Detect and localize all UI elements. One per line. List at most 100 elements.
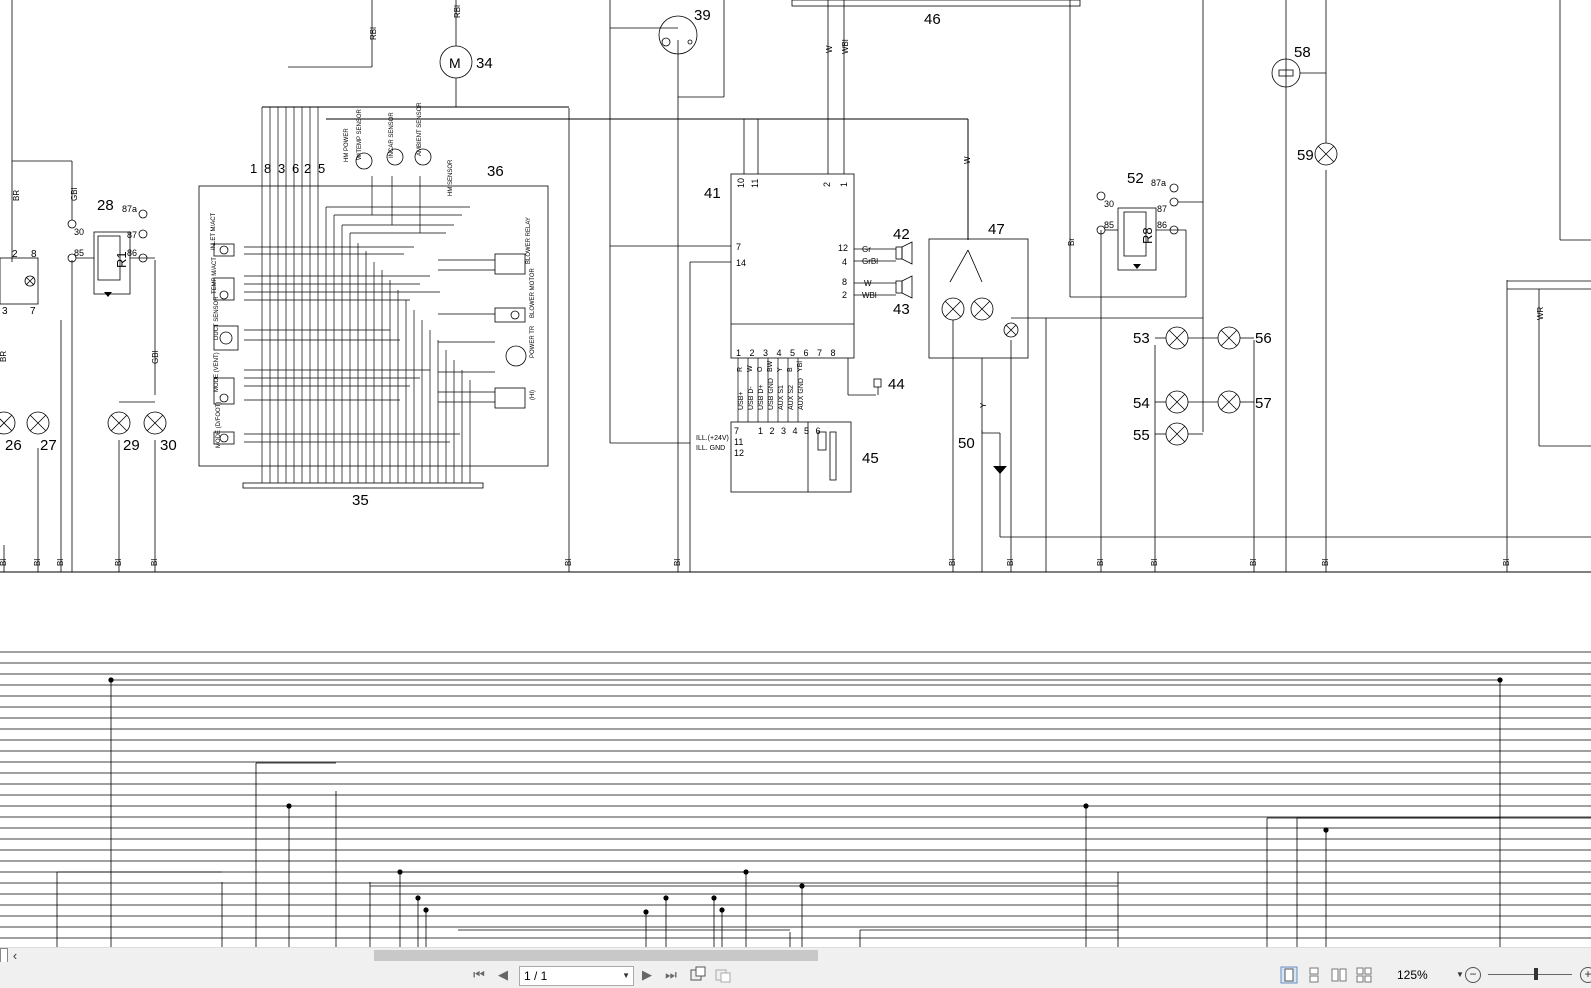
svg-text:USB GND: USB GND <box>768 378 775 410</box>
chevron-down-icon[interactable]: ▼ <box>1456 970 1464 979</box>
next-page-icon[interactable]: ▶ <box>642 967 652 982</box>
svg-text:39: 39 <box>694 7 711 24</box>
svg-text:87: 87 <box>127 230 137 240</box>
svg-text:W: W <box>963 156 972 164</box>
svg-text:Y: Y <box>979 402 988 408</box>
svg-text:B: B <box>787 367 794 372</box>
svg-text:11: 11 <box>734 437 743 447</box>
svg-text:86: 86 <box>127 248 137 258</box>
svg-text:R8: R8 <box>1140 227 1155 244</box>
scroll-left-icon[interactable]: ‹ <box>12 948 18 963</box>
ground-label: Bl <box>56 559 65 566</box>
fit-page-icon[interactable] <box>689 966 707 984</box>
svg-text:USB D+: USB D+ <box>758 385 765 410</box>
svg-text:34: 34 <box>476 55 493 72</box>
lamp-26: 26 <box>0 411 22 454</box>
svg-text:HM POWER: HM POWER <box>344 128 350 162</box>
svg-text:30: 30 <box>74 227 84 237</box>
svg-text:5: 5 <box>318 161 325 176</box>
svg-text:10: 10 <box>736 178 746 188</box>
ground-label: Bl <box>1006 559 1015 566</box>
svg-text:WBl: WBl <box>841 39 850 54</box>
page-number-field[interactable]: 1 / 1 ▼ <box>519 966 634 986</box>
speaker-43: 43 W WBl <box>854 275 913 318</box>
svg-text:4: 4 <box>842 257 847 267</box>
hvac-controller-36: 36 35 <box>198 102 549 509</box>
continuous-facing-view-icon[interactable] <box>1355 966 1373 984</box>
svg-text:41: 41 <box>704 185 721 202</box>
svg-text:6: 6 <box>292 161 299 176</box>
svg-text:7: 7 <box>736 242 741 252</box>
svg-text:DUCT SENSOR: DUCT SENSOR <box>214 296 220 340</box>
ground-label: Bl <box>1096 559 1105 566</box>
svg-text:USB D-: USB D- <box>748 386 755 410</box>
svg-text:8: 8 <box>264 161 271 176</box>
svg-text:BLOWER MOTOR: BLOWER MOTOR <box>530 267 536 318</box>
svg-text:W: W <box>747 365 754 372</box>
svg-text:8: 8 <box>842 277 847 287</box>
status-bar: ⏮ ◀ 1 / 1 ▼ ▶ ⏭ 125% ▼ − + <box>0 962 1591 988</box>
svg-text:MODE (VENT): MODE (VENT) <box>214 352 220 392</box>
svg-text:3: 3 <box>278 161 285 176</box>
svg-text:85: 85 <box>1104 220 1114 230</box>
svg-text:BLOWER RELAY: BLOWER RELAY <box>526 217 532 264</box>
svg-text:RBl: RBl <box>453 5 462 18</box>
scroll-corner <box>0 948 8 963</box>
svg-text:AUX S1: AUX S1 <box>778 385 785 410</box>
svg-text:27: 27 <box>40 437 57 454</box>
svg-text:2: 2 <box>822 182 832 187</box>
svg-text:87: 87 <box>1157 204 1167 214</box>
component-47: 50 Y <box>958 358 1591 538</box>
relay-52: 52 R8 30 87a 87 85 86 <box>1070 0 1204 432</box>
svg-text:43: 43 <box>893 301 910 318</box>
svg-text:45: 45 <box>862 450 879 467</box>
zoom-slider[interactable] <box>1488 974 1572 975</box>
svg-text:GrBl: GrBl <box>862 257 878 266</box>
svg-text:WBl: WBl <box>862 291 877 300</box>
fit-width-icon[interactable] <box>714 966 732 984</box>
svg-text:57: 57 <box>1255 395 1272 412</box>
svg-text:W: W <box>825 45 834 53</box>
single-page-view-icon[interactable] <box>1280 966 1298 984</box>
svg-text:87a: 87a <box>122 204 137 214</box>
ground-label: Bl <box>1249 559 1258 566</box>
svg-text:86: 86 <box>1157 220 1167 230</box>
zoom-slider-thumb[interactable] <box>1534 968 1538 980</box>
wire-label-br: BR <box>0 351 8 362</box>
ground-label: Bl <box>1150 559 1159 566</box>
ground-label: Bl <box>150 559 159 566</box>
svg-text:12: 12 <box>838 243 848 253</box>
svg-text:ILL. GND: ILL. GND <box>696 445 725 452</box>
svg-text:58: 58 <box>1294 44 1311 61</box>
first-page-icon[interactable]: ⏮ <box>473 967 485 982</box>
svg-text:TEMP M/ACT: TEMP M/ACT <box>212 257 218 294</box>
motor-34: M 34 RBl <box>439 0 493 107</box>
svg-text:MODE (D/FOOT): MODE (D/FOOT) <box>216 402 222 448</box>
last-page-icon[interactable]: ⏭ <box>665 967 677 982</box>
svg-text:INLET M/ACT: INLET M/ACT <box>211 212 217 250</box>
ground-label: Bl <box>0 559 8 566</box>
svg-text:Y: Y <box>777 367 784 372</box>
ground-label: Bl <box>33 559 42 566</box>
page-indicator: 1 / 1 <box>524 969 548 983</box>
svg-text:12: 12 <box>734 448 744 458</box>
zoom-level[interactable]: 125% <box>1397 968 1428 982</box>
svg-text:1: 1 <box>839 182 849 187</box>
continuous-view-icon[interactable] <box>1305 966 1323 984</box>
svg-text:INCAR SENSOR: INCAR SENSOR <box>389 112 395 158</box>
horizontal-scrollbar[interactable]: ‹ <box>0 947 1591 963</box>
facing-view-icon[interactable] <box>1330 966 1348 984</box>
wiring-schematic: Bl Bl Bl Bl Bl Bl Bl Bl Bl Bl Bl Bl Bl B… <box>0 0 1591 947</box>
previous-page-icon[interactable]: ◀ <box>498 967 508 982</box>
svg-text:AMBIENT SENSOR: AMBIENT SENSOR <box>417 102 423 156</box>
component-46: 47 W <box>928 156 1029 359</box>
zoom-out-icon[interactable]: − <box>1465 967 1481 983</box>
scroll-thumb[interactable] <box>374 950 818 961</box>
svg-text:87a: 87a <box>1151 178 1166 188</box>
zoom-in-icon[interactable]: + <box>1580 967 1591 983</box>
svg-text:1: 1 <box>250 161 257 176</box>
svg-text:1 2 3 4 5 6: 1 2 3 4 5 6 <box>758 426 823 436</box>
svg-text:RBl: RBl <box>369 27 378 40</box>
svg-text:M: M <box>449 55 461 71</box>
chevron-down-icon: ▼ <box>622 971 630 980</box>
